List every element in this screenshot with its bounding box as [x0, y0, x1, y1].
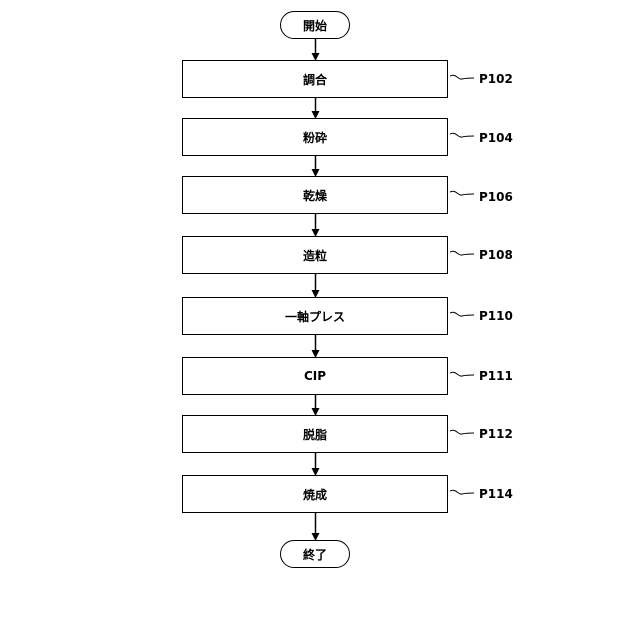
reference-leader-line	[450, 312, 474, 316]
process-step: 造粒	[182, 236, 448, 274]
reference-leader-line	[450, 191, 474, 195]
reference-leader-line	[450, 372, 474, 376]
reference-leader-line	[450, 251, 474, 255]
reference-leader-line	[450, 430, 474, 434]
step-label: 粉砕	[303, 129, 327, 146]
step-label: 造粒	[303, 247, 327, 264]
start-label: 開始	[303, 17, 327, 34]
step-label: 一軸プレス	[285, 308, 345, 325]
step-reference: P110	[479, 309, 513, 323]
step-reference: P114	[479, 487, 513, 501]
process-step: 一軸プレス	[182, 297, 448, 335]
process-step: 焼成	[182, 475, 448, 513]
step-label: CIP	[304, 369, 326, 383]
step-reference: P111	[479, 369, 513, 383]
process-step: 乾燥	[182, 176, 448, 214]
end-terminal: 終了	[280, 540, 350, 568]
step-reference: P106	[479, 190, 513, 204]
step-reference: P104	[479, 131, 513, 145]
start-terminal: 開始	[280, 11, 350, 39]
step-label: 脱脂	[303, 426, 327, 443]
step-reference: P112	[479, 427, 513, 441]
reference-leaders	[450, 75, 474, 494]
process-step: 調合	[182, 60, 448, 98]
step-reference: P108	[479, 248, 513, 262]
step-label: 焼成	[303, 486, 327, 503]
step-label: 乾燥	[303, 187, 327, 204]
process-step: 粉砕	[182, 118, 448, 156]
end-label: 終了	[303, 546, 327, 563]
process-step: 脱脂	[182, 415, 448, 453]
step-reference: P102	[479, 72, 513, 86]
reference-leader-line	[450, 133, 474, 137]
reference-leader-line	[450, 490, 474, 494]
reference-leader-line	[450, 75, 474, 79]
step-label: 調合	[303, 71, 327, 88]
process-step: CIP	[182, 357, 448, 395]
